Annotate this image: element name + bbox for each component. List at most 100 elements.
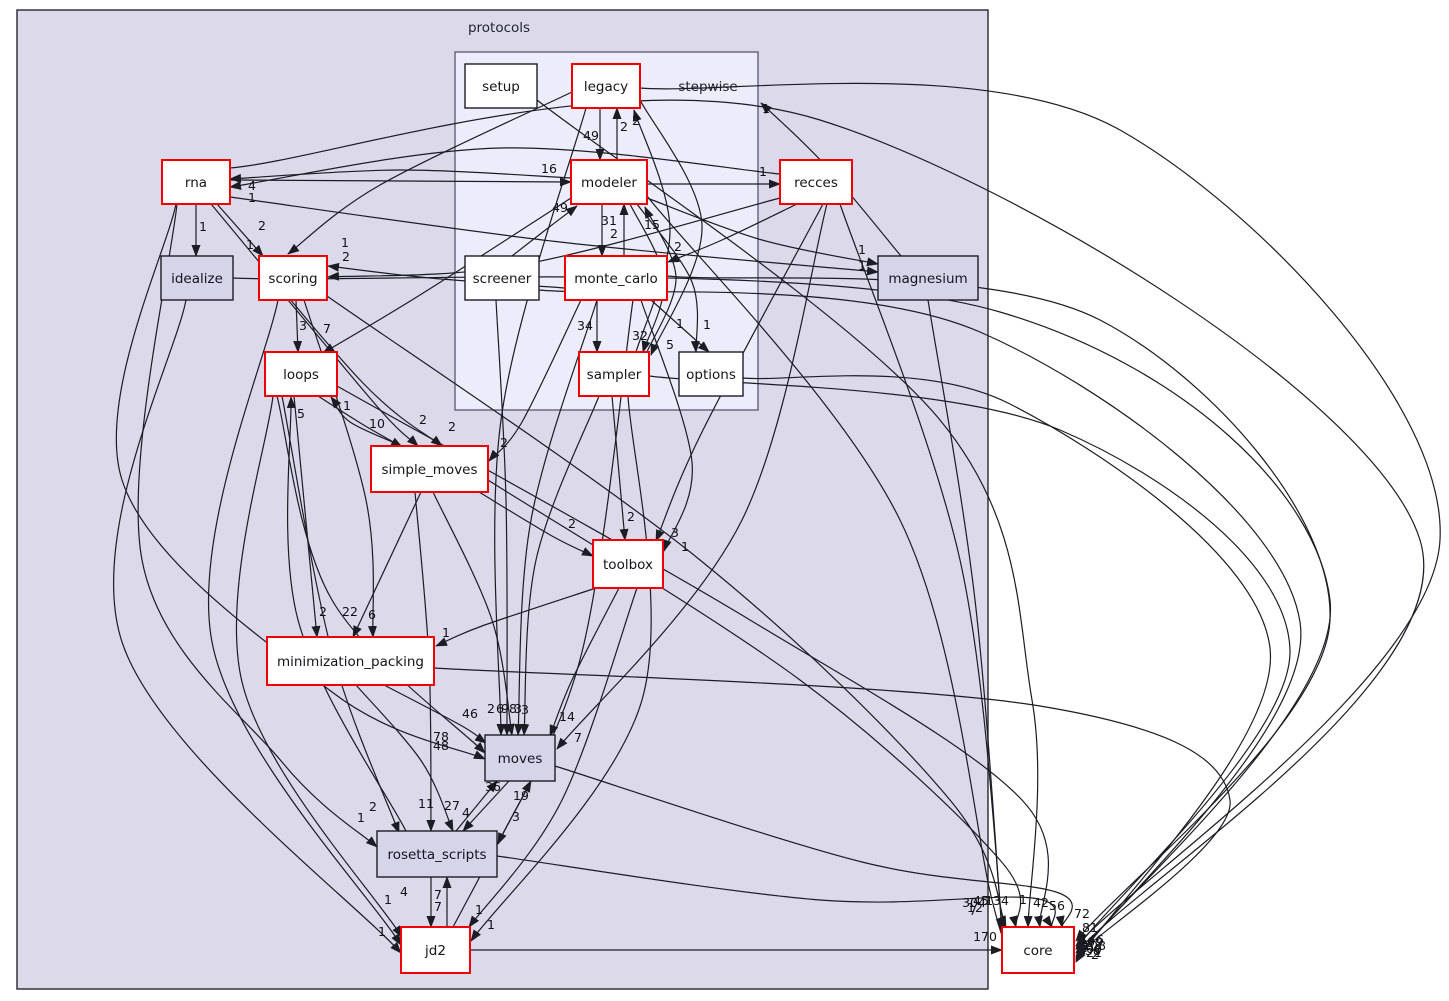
node-box-scoring[interactable] bbox=[258, 255, 328, 301]
node-screener[interactable]: screener bbox=[464, 255, 540, 301]
edge-modeler-to-magnesium bbox=[646, 197, 879, 267]
node-box-simple_moves[interactable] bbox=[370, 445, 489, 493]
node-jd2[interactable]: jd2 bbox=[400, 926, 471, 974]
edge-monte_carlo-to-moves bbox=[514, 299, 598, 736]
node-minimization_packing[interactable]: minimization_packing bbox=[266, 636, 435, 686]
node-moves[interactable]: moves bbox=[484, 734, 556, 782]
node-idealize[interactable]: idealize bbox=[160, 255, 234, 301]
edge-legacy-to-core bbox=[639, 82, 1441, 947]
node-setup[interactable]: setup bbox=[464, 63, 538, 109]
node-label-screener: screener bbox=[473, 271, 532, 287]
node-box-rna[interactable] bbox=[161, 159, 231, 205]
edge-label-sampler-to-legacy: 2 bbox=[632, 113, 640, 128]
edge-moves-to-rosetta_scripts bbox=[462, 780, 510, 832]
edge-idealize-to-jd2 bbox=[113, 299, 402, 954]
edge-label-rosetta_scripts-to-core: 56 bbox=[1049, 898, 1065, 913]
edge-label-monte_carlo-to-moves: 3 bbox=[514, 701, 522, 716]
edge-label-idealize-to-jd2: 1 bbox=[378, 924, 386, 939]
edge-label-recces-to-scoring: 2 bbox=[342, 249, 350, 264]
edge-label-simple_moves-to-rosetta_scripts: 11 bbox=[418, 796, 434, 811]
node-box-rosetta_scripts[interactable] bbox=[376, 830, 498, 878]
node-box-toolbox[interactable] bbox=[592, 539, 664, 589]
edge-label-toolbox-to-jd2: 1 bbox=[475, 902, 483, 917]
node-box-setup[interactable] bbox=[464, 63, 538, 109]
node-box-monte_carlo[interactable] bbox=[564, 255, 668, 301]
edge-label-moves-to-core: 72 bbox=[1074, 906, 1090, 921]
node-box-modeler[interactable] bbox=[570, 159, 648, 205]
edge-label-options-to-core: 2 bbox=[1091, 947, 1099, 962]
node-label-moves: moves bbox=[498, 751, 543, 767]
node-recces[interactable]: recces bbox=[779, 159, 853, 205]
edge-label-loops-to-rosetta_scripts: 2 bbox=[369, 799, 377, 814]
node-legacy[interactable]: legacy bbox=[571, 63, 641, 109]
node-options[interactable]: options bbox=[678, 351, 744, 397]
nodes-layer: setup legacy modeler recces rna idealize scori… bbox=[160, 63, 1075, 974]
edge-label-sampler-to-jd2: 1 bbox=[487, 917, 495, 932]
node-box-moves[interactable] bbox=[484, 734, 556, 782]
edge-screener-to-core bbox=[538, 289, 1302, 961]
node-box-idealize[interactable] bbox=[160, 255, 234, 301]
edge-toolbox-to-moves bbox=[549, 587, 620, 737]
edge-label-simple_moves-to-minimization_packing: 22 bbox=[342, 604, 358, 619]
edge-scoring-to-minimization_packing bbox=[303, 299, 377, 638]
edge-simple_moves-to-toolbox bbox=[478, 491, 594, 557]
node-box-jd2[interactable] bbox=[400, 926, 471, 974]
edge-label-rosetta_scripts-to-moves: 36 bbox=[485, 779, 501, 794]
node-box-core[interactable] bbox=[1001, 926, 1075, 974]
edge-legacy-to-sampler bbox=[639, 99, 703, 356]
edge-monte_carlo-to-options bbox=[650, 299, 710, 353]
edge-label-rna-to-simple_moves: 2 bbox=[448, 419, 456, 434]
node-scoring[interactable]: scoring bbox=[258, 255, 328, 301]
node-box-sampler[interactable] bbox=[578, 351, 650, 397]
node-rosetta_scripts[interactable]: rosetta_scripts bbox=[376, 830, 498, 878]
edge-label-rna-to-idealize: 1 bbox=[199, 219, 207, 234]
node-magnesium[interactable]: magnesium bbox=[877, 255, 979, 301]
edge-simple_moves-to-minimization_packing bbox=[352, 491, 422, 638]
edge-label-sampler-to-toolbox: 2 bbox=[627, 509, 635, 524]
node-box-screener[interactable] bbox=[464, 255, 540, 301]
edge-label-legacy-to-sampler: 5 bbox=[666, 337, 674, 352]
node-sampler[interactable]: sampler bbox=[578, 351, 650, 397]
node-box-options[interactable] bbox=[678, 351, 744, 397]
node-box-magnesium[interactable] bbox=[877, 255, 979, 301]
edge-label-screener-to-moves: 6 bbox=[496, 701, 504, 716]
edge-label-rna-to-moves: 48 bbox=[433, 738, 449, 753]
edge-sampler-to-legacy bbox=[632, 109, 671, 353]
node-label-jd2: jd2 bbox=[424, 943, 446, 959]
edge-label-monte_carlo-to-modeler: 2 bbox=[610, 226, 618, 241]
node-label-rna: rna bbox=[185, 175, 207, 191]
edge-label-recces-to-core: 7 bbox=[969, 903, 977, 918]
node-box-recces[interactable] bbox=[779, 159, 853, 205]
node-box-loops[interactable] bbox=[264, 351, 338, 397]
node-box-legacy[interactable] bbox=[571, 63, 641, 109]
edge-label-screener-to-core: 21 bbox=[1086, 945, 1102, 960]
node-toolbox[interactable]: toolbox bbox=[592, 539, 664, 589]
node-modeler[interactable]: modeler bbox=[570, 159, 648, 205]
node-label-sampler: sampler bbox=[587, 367, 642, 383]
edge-loops-to-simple_moves bbox=[317, 395, 403, 448]
node-label-idealize: idealize bbox=[171, 271, 223, 287]
node-label-loops: loops bbox=[283, 367, 319, 383]
edge-modeler-to-options bbox=[636, 203, 700, 353]
node-box-minimization_packing[interactable] bbox=[266, 636, 435, 686]
edge-scoring-to-loops bbox=[293, 299, 303, 353]
cluster-label-protocols: protocols bbox=[468, 20, 530, 36]
node-monte_carlo[interactable]: monte_carlo bbox=[564, 255, 668, 301]
edge-label-loops-to-core: 42 bbox=[1033, 895, 1049, 910]
edge-label-modeler-to-magnesium: 1 bbox=[858, 242, 866, 257]
edge-label-toolbox-to-minimization_packing: 1 bbox=[442, 625, 450, 640]
edge-label-recces-to-rna: 1 bbox=[248, 190, 256, 205]
edge-modeler-to-loops bbox=[322, 197, 572, 354]
node-rna[interactable]: rna bbox=[161, 159, 231, 205]
edge-label-loops-to-jd2: 4 bbox=[400, 884, 408, 899]
edge-label-simple_moves-to-moves: 98 bbox=[501, 701, 517, 716]
node-core[interactable]: core bbox=[1001, 926, 1075, 974]
node-simple_moves[interactable]: simple_moves bbox=[370, 445, 489, 493]
node-label-setup: setup bbox=[482, 79, 520, 95]
node-loops[interactable]: loops bbox=[264, 351, 338, 397]
edge-label-rna-to-modeler: 16 bbox=[541, 161, 557, 176]
node-label-simple_moves: simple_moves bbox=[381, 462, 477, 478]
edge-simple_moves-to-moves bbox=[432, 491, 515, 736]
edge-rna-to-moves bbox=[115, 203, 486, 760]
